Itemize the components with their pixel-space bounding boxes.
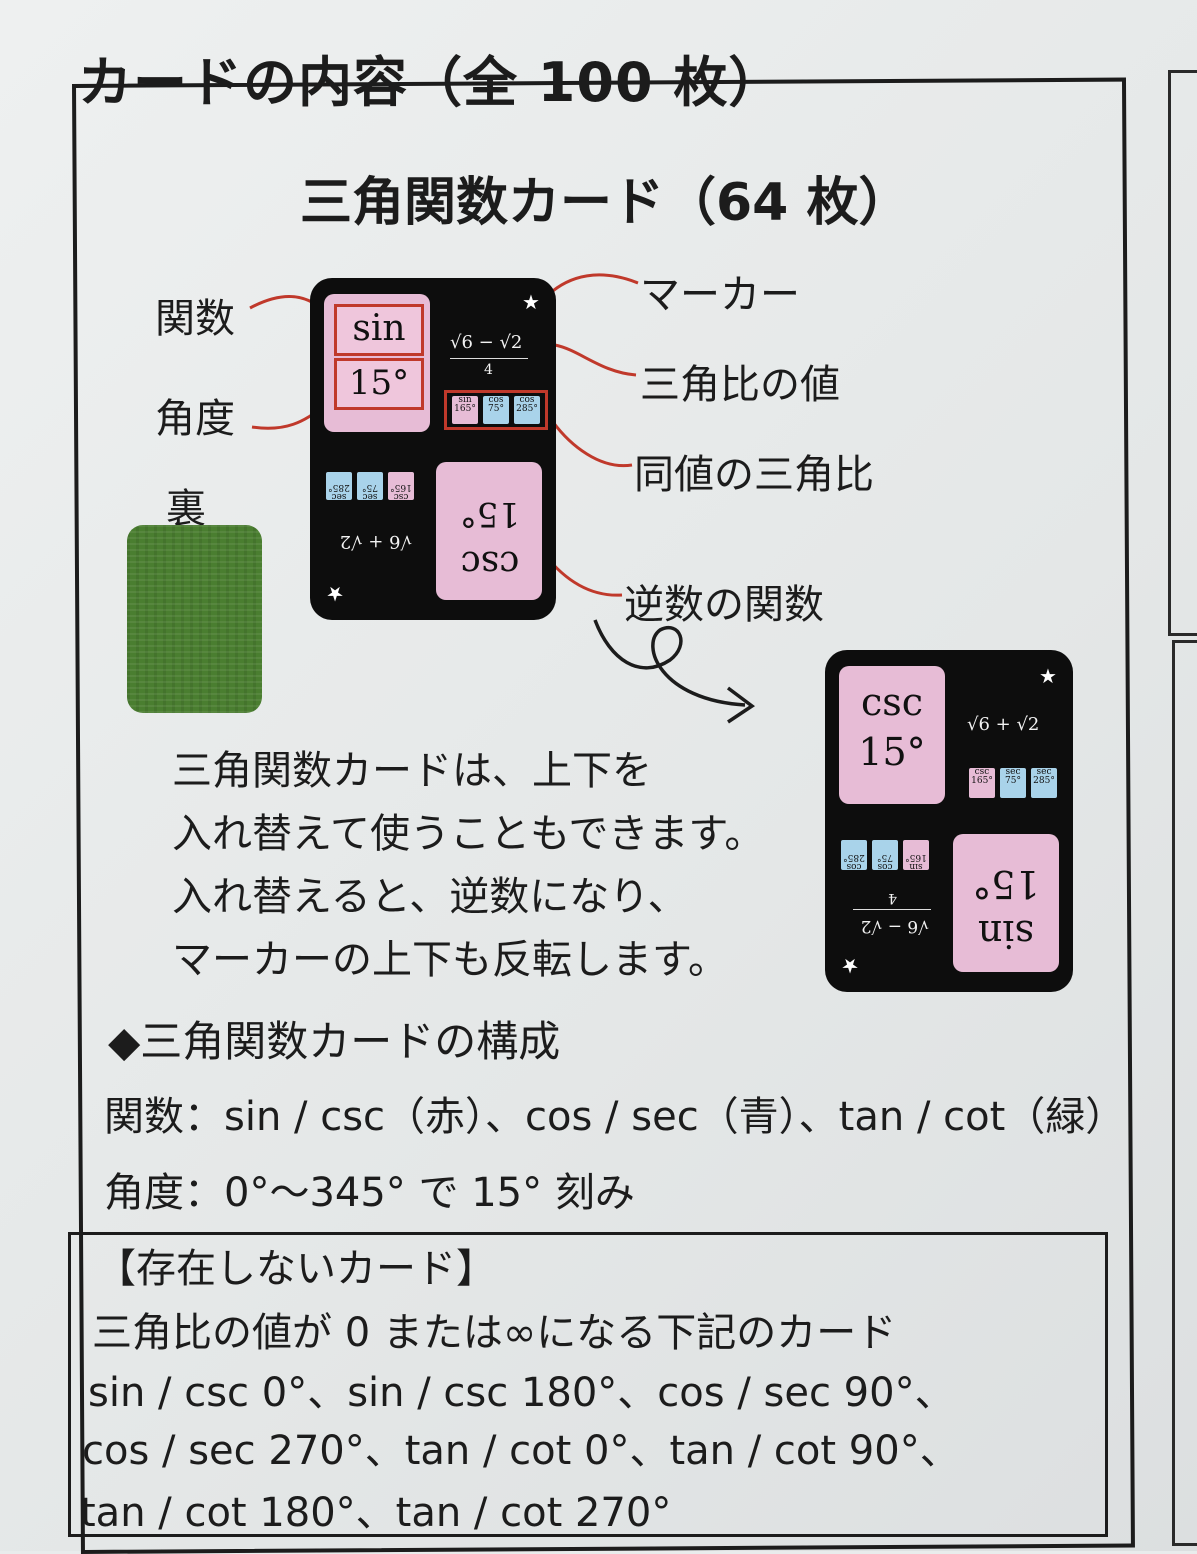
chip-angle: 75° [1005, 776, 1021, 787]
callout-reciprocal-function: 逆数の関数 [624, 582, 824, 628]
turned-flipped-star-icon: ★ [841, 954, 859, 978]
card-back-image [127, 525, 262, 713]
chip-angle: 165° [971, 776, 993, 787]
label-angle: 角度 [155, 396, 235, 442]
description-line: 入れ替えて使うこともできます。 [172, 811, 765, 857]
chip-angle: 285° [1033, 776, 1055, 787]
composition-heading: ◆三角関数カードの構成 [108, 1017, 561, 1066]
chip-fn: sec [1036, 767, 1052, 777]
section-title: 三角関数カード（64 枚） [300, 173, 911, 233]
flipped-ratio-value: √6 + √2 [339, 531, 412, 552]
chip-fn: cos [519, 395, 535, 405]
turned-flipped-numerator: √6 − √2 [860, 916, 929, 936]
ratio-denominator: 4 [484, 362, 493, 378]
chip-fn: csc [974, 767, 990, 777]
callout-marker: マーカー [640, 272, 800, 318]
chip-fn: csc [393, 491, 409, 501]
nonexistent-intro: 三角比の値が 0 または∞になる下記のカード [92, 1310, 897, 1356]
function-name: sin [334, 304, 424, 356]
turned-fraction-bar [853, 909, 931, 910]
nonexistent-cards-box [68, 1232, 1108, 1537]
chip-angle: 75° [362, 481, 378, 492]
nonexistent-line: sin / csc 0°、sin / csc 180°、cos / sec 90… [88, 1370, 955, 1416]
chip-fn: cos [846, 861, 862, 871]
curly-arrow [593, 619, 746, 707]
turned-flipped-angle: 15° [972, 862, 1040, 906]
chip-fn: sec [331, 491, 347, 501]
callout-ratio-value: 三角比の値 [640, 362, 840, 408]
chip-angle: 165° [454, 404, 476, 415]
adjacent-page-frame-lower [1172, 640, 1197, 1546]
chip-fn: sin [909, 861, 923, 871]
chip-fn: sec [1005, 767, 1021, 777]
chip-fn: cos [877, 861, 893, 871]
chip-angle: 165° [390, 481, 412, 492]
chip-angle: 285° [516, 404, 538, 415]
callout-same-value-ratios: 同値の三角比 [634, 452, 874, 498]
arrow-reciprocal [543, 554, 623, 597]
flipped-marker-star-icon: ★ [326, 582, 344, 606]
nonexistent-line: tan / cot 180°、tan / cot 270° [80, 1490, 672, 1536]
nonexistent-line: cos / sec 270°、tan / cot 0°、tan / cot 90… [82, 1428, 960, 1474]
turned-marker-star-icon: ★ [1039, 664, 1057, 688]
curly-arrow-head [726, 686, 756, 724]
chip-angle: 75° [877, 851, 893, 862]
flipped-angle: 15° [459, 494, 521, 534]
turned-function-name: csc [860, 680, 924, 724]
chip-fn: sin [458, 395, 472, 405]
label-function: 関数 [155, 296, 235, 342]
marker-star-icon: ★ [522, 290, 540, 314]
description-paragraph: 三角関数カードは、上下を 入れ替えて使うこともできます。 入れ替えると、逆数にな… [172, 740, 764, 992]
angle-value: 15° [334, 358, 424, 410]
arrow-marker [546, 273, 639, 297]
description-line: マーカーの上下も反転します。 [172, 937, 728, 983]
composition-functions: 関数：sin / csc（赤）、cos / sec（青）、tan / cot（緑… [104, 1094, 1126, 1140]
turned-flipped-denominator: 4 [888, 890, 897, 906]
arrow-ratio-value [554, 343, 637, 377]
turned-ratio-value: √6 + √2 [967, 714, 1040, 735]
composition-angles: 角度：0°～345° で 15° 刻み [104, 1170, 635, 1216]
turned-function-panel [839, 666, 945, 804]
arrow-same-ratios [551, 421, 633, 468]
ratio-numerator: √6 − √2 [450, 332, 523, 353]
chip-angle: 285° [328, 481, 350, 492]
turned-flipped-function: sin [977, 912, 1035, 956]
same-ratio-box [444, 390, 548, 430]
turned-angle: 15° [858, 730, 926, 774]
chip-angle: 285° [843, 851, 865, 862]
chip-angle: 165° [905, 851, 927, 862]
chip-fn: sec [362, 491, 378, 501]
label-back: 裏 [166, 486, 206, 532]
nonexistent-heading: 【存在しないカード】 [96, 1246, 496, 1292]
flipped-function-name: csc [460, 543, 520, 584]
description-line: 三角関数カードは、上下を [172, 748, 652, 794]
chip-fn: cos [488, 395, 504, 405]
adjacent-page-frame [1168, 70, 1197, 636]
page-title: カードの内容（全 100 枚） [78, 51, 784, 114]
description-line: 入れ替えると、逆数になり、 [172, 874, 688, 920]
chip-angle: 75° [488, 404, 504, 415]
fraction-bar [450, 358, 528, 359]
